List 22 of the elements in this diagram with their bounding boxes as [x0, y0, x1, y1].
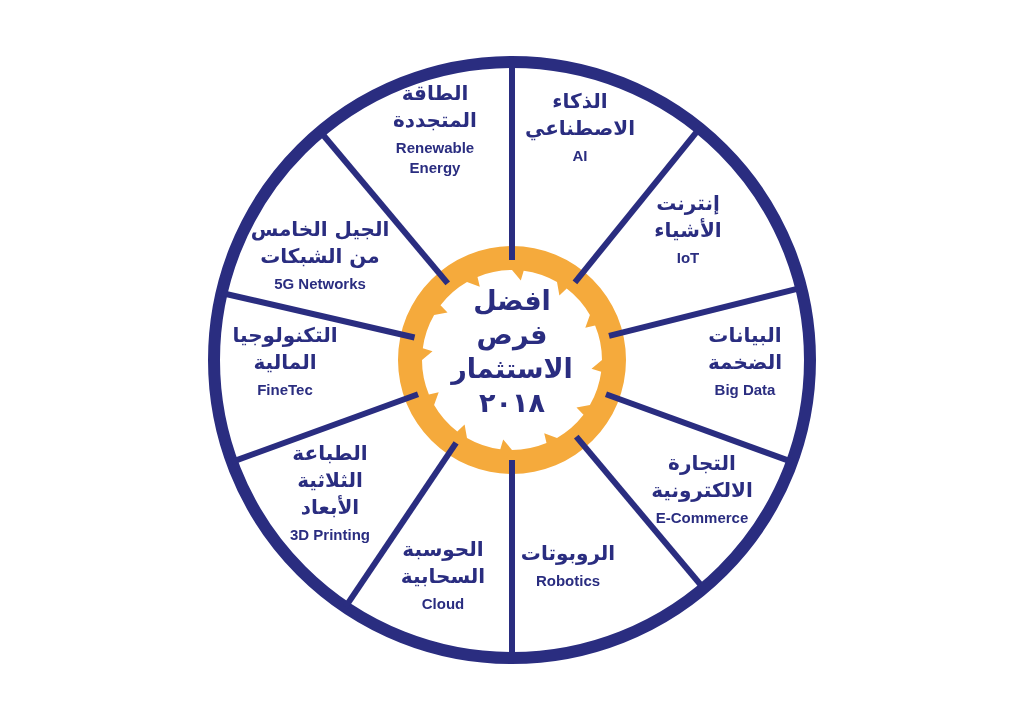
english-label: FineTec — [257, 380, 313, 400]
english-label: Renewable Energy — [394, 138, 476, 178]
arabic-label: البيانات الضخمة — [707, 322, 783, 376]
english-label: Robotics — [535, 571, 601, 591]
english-label: Big Data — [714, 380, 776, 400]
arabic-label: الطباعة الثلاثية الأبعاد — [291, 440, 369, 521]
year-label: ٢٠١٨ — [479, 386, 545, 420]
english-label: 3D Printing — [290, 525, 370, 545]
english-label: E-Commerce — [655, 508, 749, 528]
arabic-label: الحوسبة السحابية — [399, 536, 487, 590]
english-label: Cloud — [421, 594, 465, 614]
arabic-label: الجيل الخامس من الشبكات — [249, 216, 391, 270]
english-label: IoT — [676, 248, 700, 268]
arabic-label: التكنولوجيا المالية — [231, 322, 339, 376]
center-title: افضل فرص الاستثمار — [449, 284, 574, 386]
arabic-label: الطاقة المتجددة — [392, 80, 478, 134]
english-label: AI — [572, 146, 588, 166]
arabic-label: الروبوتات — [520, 540, 616, 567]
arabic-label: إنترنت الأشياء — [653, 190, 723, 244]
arabic-label: الذكاء الاصطناعي — [523, 88, 637, 142]
english-label: 5G Networks — [274, 274, 366, 294]
arabic-label: التجارة الالكترونية — [650, 450, 754, 504]
